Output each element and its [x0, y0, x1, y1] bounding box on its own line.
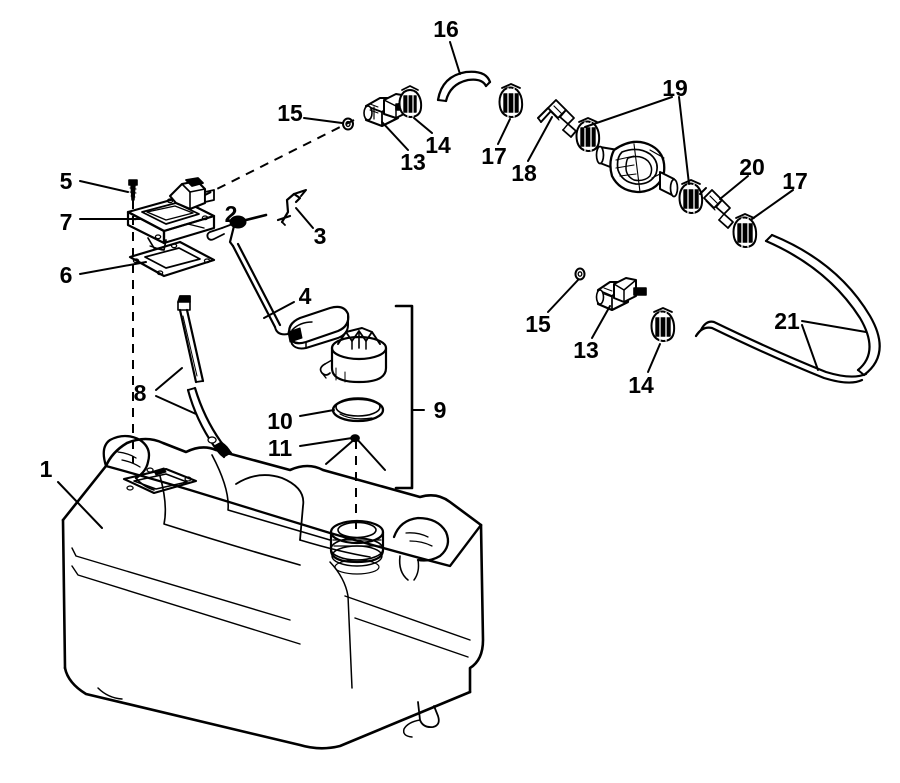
- callout-4[interactable]: 4: [299, 283, 312, 309]
- o-ring-lower-illustration: [574, 267, 586, 281]
- primer-bulb-clamp-right-illustration: [678, 179, 704, 214]
- fuel-cap-assembly-illustration: [319, 327, 388, 384]
- callout-10[interactable]: 10: [267, 408, 293, 434]
- fuel-connector-engine-illustration: [595, 277, 647, 312]
- gasket-illustration: [128, 240, 216, 278]
- alignment-dashed-lines: [132, 119, 357, 530]
- callout-16[interactable]: 16: [433, 16, 459, 42]
- leader-13: [381, 121, 409, 151]
- callout-18[interactable]: 18: [511, 160, 537, 186]
- leader-19b: [678, 96, 690, 185]
- leader-14b: [647, 343, 661, 373]
- callout-5[interactable]: 5: [60, 168, 73, 194]
- callout-15b[interactable]: 15: [525, 311, 551, 337]
- leader-5: [79, 180, 129, 193]
- leader-8b: [155, 395, 197, 415]
- hose-clamp-spring-right-illustration: [732, 213, 758, 248]
- hose-clamp-lower-illustration: [650, 307, 676, 342]
- callout-7[interactable]: 7: [60, 209, 73, 235]
- callout-2[interactable]: 2: [225, 201, 238, 227]
- leader-15b: [547, 279, 579, 313]
- leader-18: [527, 116, 553, 162]
- hose-connector-barb-right-illustration: [699, 187, 734, 229]
- leader-17: [497, 118, 511, 145]
- callout-13b[interactable]: 13: [573, 337, 599, 363]
- leader-2-tip: [206, 227, 225, 241]
- dash-connector-to-gauge: [204, 119, 355, 196]
- primer-bulb-illustration: [595, 140, 679, 198]
- hose-clamp-top-illustration: [398, 85, 423, 118]
- callout-11[interactable]: 11: [268, 435, 293, 461]
- float-illustration: [287, 305, 350, 350]
- leader-8a: [155, 367, 183, 391]
- callout-15[interactable]: 15: [277, 100, 303, 126]
- leader-21b: [801, 324, 819, 371]
- fuel-tank-illustration: [61, 434, 485, 750]
- fuel-pickup-tube-illustration: [177, 295, 233, 459]
- leader-6: [79, 261, 147, 275]
- callout-17b[interactable]: 17: [782, 168, 808, 194]
- leader-14: [413, 117, 433, 134]
- callout-17[interactable]: 17: [481, 143, 507, 169]
- fuel-hose-long-illustration: [694, 233, 881, 384]
- callout-13[interactable]: 13: [400, 149, 426, 175]
- callout-19[interactable]: 19: [662, 75, 688, 101]
- leader-11: [299, 437, 353, 447]
- leader-3: [295, 207, 314, 229]
- callout-1[interactable]: 1: [40, 456, 53, 482]
- leader-2: [221, 221, 239, 229]
- leader-10: [299, 409, 335, 417]
- callout-21[interactable]: 21: [774, 308, 800, 334]
- callout-20[interactable]: 20: [739, 154, 765, 180]
- leader-21a: [801, 320, 867, 333]
- leader-15: [303, 117, 343, 124]
- leader-17b: [751, 189, 794, 220]
- primer-bulb-clamp-left-illustration: [575, 117, 601, 152]
- callout-14b[interactable]: 14: [628, 372, 654, 398]
- leader-20: [719, 175, 749, 200]
- retainer-clip-illustration: [276, 189, 307, 226]
- leader-13b: [591, 305, 611, 339]
- callout-9[interactable]: 9: [434, 397, 447, 423]
- hose-connector-barb-left-illustration: [537, 99, 577, 138]
- leader-lines: [57, 41, 867, 529]
- leader-19a: [584, 96, 673, 128]
- callout-6[interactable]: 6: [60, 262, 73, 288]
- leader-4: [263, 301, 295, 319]
- callout-14[interactable]: 14: [425, 132, 451, 158]
- callout-3[interactable]: 3: [314, 223, 327, 249]
- callout-8[interactable]: 8: [134, 380, 147, 406]
- cap-assembly-bracket: [394, 304, 414, 490]
- fuel-hose-short-illustration: [436, 70, 492, 103]
- fuel-gauge-assembly-illustration: [126, 177, 216, 251]
- screw-illustration: [128, 179, 138, 201]
- leader-1: [57, 481, 103, 529]
- hose-clamp-spring-left-illustration: [498, 83, 524, 118]
- leader-16: [449, 41, 461, 75]
